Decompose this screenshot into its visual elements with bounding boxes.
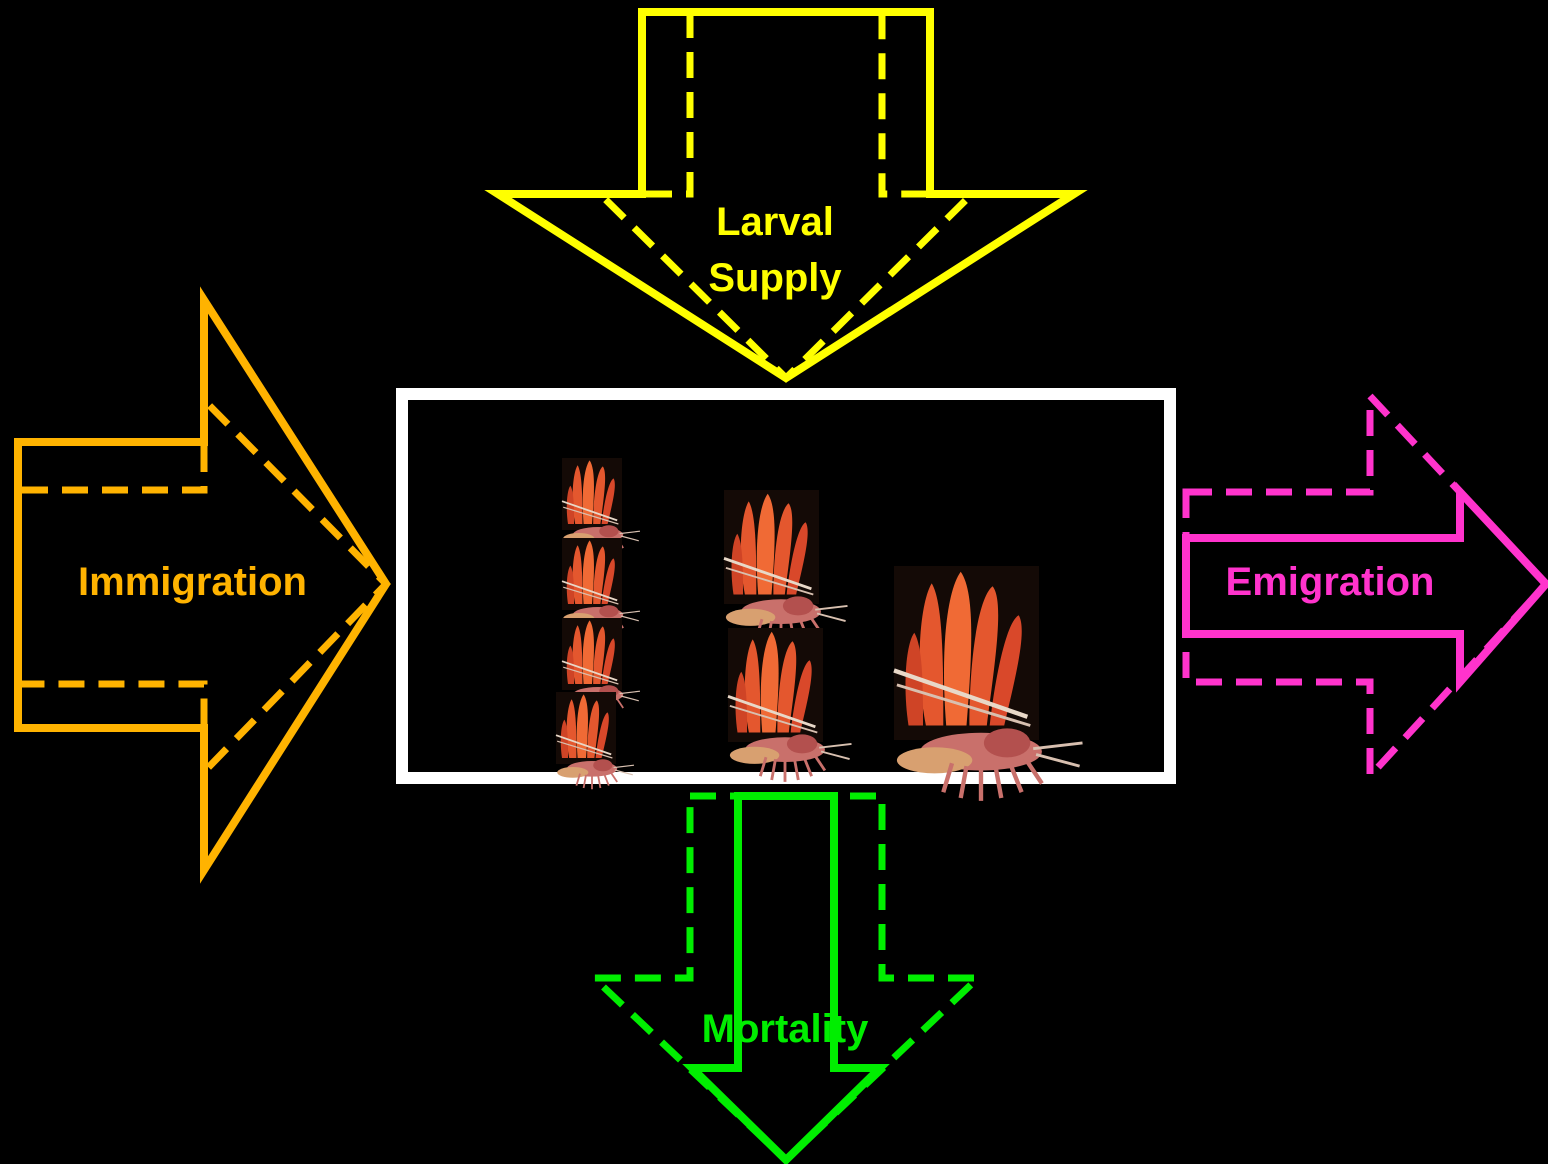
immigration-label: Immigration bbox=[40, 554, 345, 610]
population-box bbox=[402, 394, 1170, 801]
emigration-label: Emigration bbox=[1190, 554, 1470, 610]
mortality-arrow-dashed bbox=[594, 796, 978, 1160]
mortality-label: Mortality bbox=[630, 1001, 940, 1057]
larval-supply-label-line2: Supply bbox=[620, 250, 930, 306]
mortality-arrow-outline bbox=[692, 796, 880, 1160]
larval-supply-label-line1: Larval bbox=[620, 194, 930, 250]
larval-supply-label: Larval Supply bbox=[620, 194, 930, 306]
mortality-arrow bbox=[594, 796, 978, 1160]
